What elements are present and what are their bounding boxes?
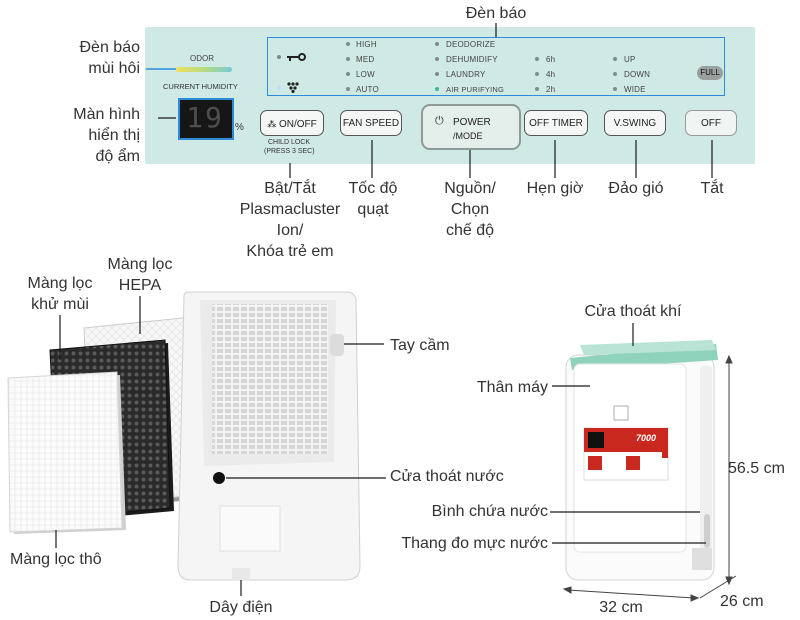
indicator-dot [613,72,617,76]
indicator-dot [346,57,350,61]
callout-air-outlet: Cửa thoát khí [584,303,682,320]
indicator-dot [613,57,617,61]
onoff-label: ON/OFF [279,119,317,130]
indicator-dehumidify: DEHUMIDIFY [446,55,498,64]
indicator-dot [435,57,439,61]
callout-water-outlet: Cửa thoát nước [390,468,504,485]
mode-label: /MODE [453,131,483,141]
indicator-wide: WIDE [624,85,646,94]
fan-speed-button[interactable]: FAN SPEED [340,110,402,136]
pre-filter [7,371,126,534]
callout-plasmacluster-line1: Bật/Tắt [264,180,316,197]
indicator-dot [435,72,439,76]
callout-humidity-line1: Màn hình [73,106,140,123]
indicator-dot [535,72,539,76]
indicator-dot [346,42,350,46]
humidity-value: 19 [186,101,224,134]
callout-power-line1: Nguồn/ [444,180,496,197]
dimension-depth: 26 cm [720,593,764,610]
indicator-down: DOWN [624,70,651,79]
indicator-dot-active [435,87,439,91]
callout-swing: Đảo gió [608,180,664,197]
plasmacluster-onoff-button[interactable]: ⁂ ON/OFF [260,110,324,136]
callout-humidity-line2: hiển thị [88,127,140,144]
child-lock-dot [277,55,281,59]
child-lock-hint: (PRESS 3 SEC) [264,148,315,155]
current-humidity-label: CURRENT HUMIDITY [163,82,238,91]
indicator-6h: 6h [546,55,556,64]
indicator-air-purifying: AIR PURIFYING [446,85,505,94]
indicator-dot [535,87,539,91]
machine-back-view [177,291,361,581]
indicator-4h: 4h [546,70,556,79]
callout-odor-line2: mùi hôi [88,60,140,77]
indicator-up: UP [624,55,636,64]
callout-water-tank: Bình chứa nước [431,503,548,520]
callout-indicator-lights: Đèn báo [465,5,527,22]
indicator-laundry: LAUNDRY [446,70,486,79]
indicator-dot [346,72,350,76]
plasmacluster-icon [287,82,299,93]
indicator-lights-frame [267,37,725,96]
callout-water-gauge: Thang đo mực nước [401,535,548,552]
callout-hepa-line2: HEPA [118,277,162,294]
child-lock-label: CHILD LOCK [268,139,311,146]
indicator-dot [346,87,350,91]
indicator-low: LOW [356,70,375,79]
power-mode-button[interactable]: ⏻ POWER /MODE [421,104,521,150]
callout-deodorize-line2: khử mùi [31,296,89,313]
power-label: POWER [453,117,491,128]
dimension-lines [562,354,737,602]
indicator-dot [613,87,617,91]
off-button[interactable]: OFF [685,110,737,136]
off-timer-button[interactable]: OFF TIMER [524,110,588,136]
callout-plasmacluster-line2: Plasmacluster [239,201,341,218]
humidity-display: 19 [178,98,234,140]
indicator-auto: AUTO [356,85,379,94]
indicator-dot [535,57,539,61]
callout-power-line2: Chọn [450,201,490,218]
callout-power-line3: chế độ [445,222,495,239]
callout-fan-line1: Tốc độ [348,180,398,197]
percent-sign: % [235,122,244,133]
odor-indicator-bar [176,67,232,72]
indicator-med: MED [356,55,375,64]
callout-timer: Hẹn giờ [526,180,584,197]
dimension-width: 32 cm [599,599,643,616]
plasmacluster-icon: ⁂ [267,119,277,129]
machine-front-view [565,340,718,581]
indicator-deodorize: DEODORIZE [446,40,496,49]
callout-plasmacluster-line4: Khóa trẻ em [246,243,334,260]
callout-body: Thân máy [476,379,548,396]
indicator-2h: 2h [546,85,556,94]
callout-fan-line2: quạt [357,201,389,218]
key-icon [287,53,306,61]
full-indicator: FULL [697,66,723,80]
callout-power-cord: Dây điện [209,599,273,616]
callout-deodorize-line1: Màng lọc [27,275,93,292]
power-icon: ⏻ [435,115,444,127]
callout-odor-line1: Đèn báo [79,39,141,56]
callout-off: Tắt [700,180,724,197]
indicator-dot [435,42,439,46]
brand-label-badge: 7000 [636,433,657,443]
callout-hepa-line1: Màng lọc [107,256,173,273]
dimension-height: 56.5 cm [728,460,785,477]
v-swing-button[interactable]: V.SWING [604,110,666,136]
leader-lines [55,23,713,596]
indicator-high: HIGH [356,40,377,49]
callout-pre-filter: Màng lọc thô [10,551,102,568]
callout-plasmacluster-line3: Ion/ [276,222,304,239]
odor-label: ODOR [190,54,214,63]
callout-humidity-line3: độ ẩm [95,148,140,165]
callout-handle: Tay cầm [390,337,450,354]
plasmacluster-dot [277,86,281,90]
